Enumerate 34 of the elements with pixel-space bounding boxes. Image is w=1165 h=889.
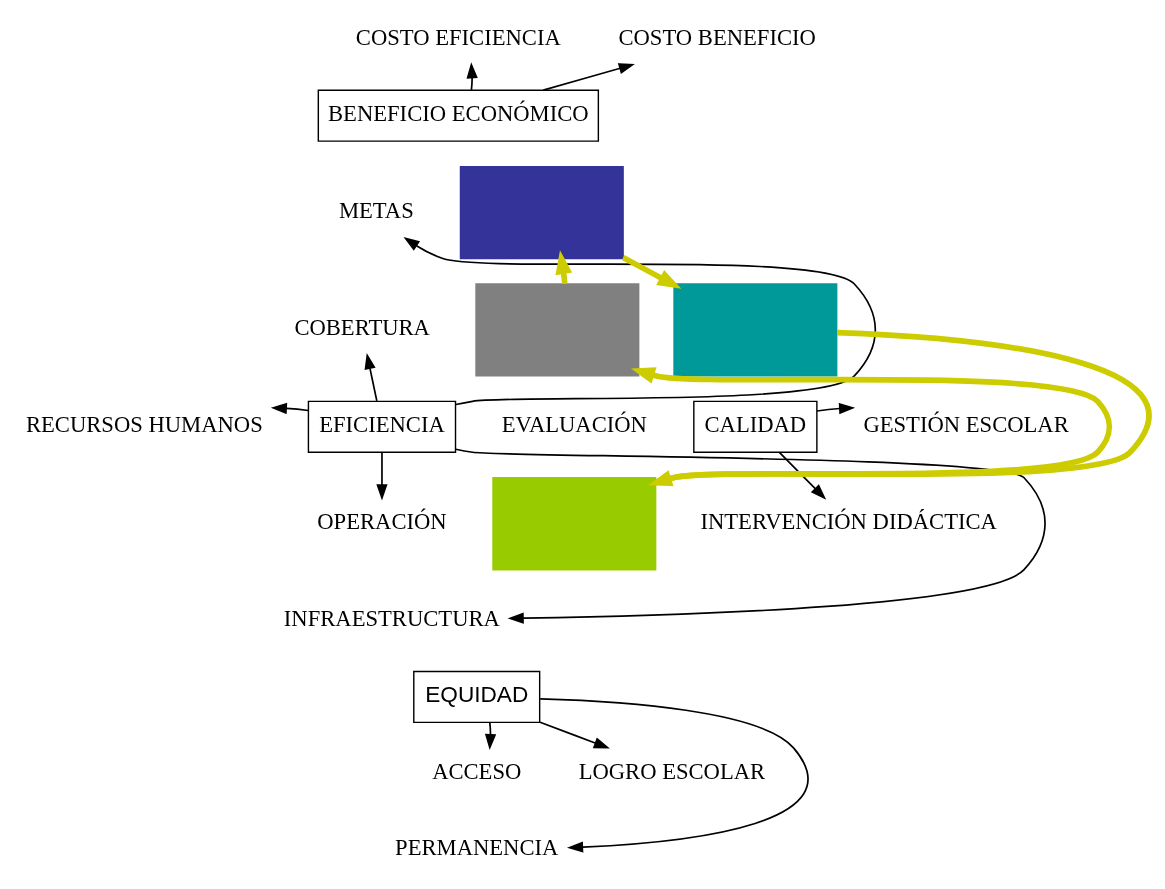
node-box: [475, 283, 640, 377]
node-text: OPERACIÓN: [317, 509, 447, 535]
arrow: [778, 451, 827, 500]
node-text: COSTO EFICIENCIA: [355, 24, 561, 50]
node-box: [673, 283, 838, 377]
node-text: METAS: [338, 197, 414, 223]
node-text: COSTO BENEFICIO: [618, 24, 816, 50]
node-box: EQUIDAD: [413, 670, 541, 724]
node-text: EVALUACIÓN: [501, 412, 647, 438]
arrow: [816, 402, 856, 415]
arrow: [542, 63, 635, 91]
arrow: [364, 353, 378, 402]
arrow: [270, 402, 309, 415]
arrow: [539, 698, 809, 853]
node-text: GESTIÓN ESCOLAR: [863, 412, 1069, 438]
node-text: INFRAESTRUCTURA: [283, 605, 500, 631]
node-box: [459, 165, 624, 260]
arrow: [466, 62, 478, 91]
arrow: [484, 721, 497, 751]
node-box: EFICIENCIA: [307, 400, 457, 453]
arrow: [403, 237, 877, 406]
node-box: [492, 477, 657, 571]
node-text: PERMANENCIA: [395, 835, 559, 861]
node-box: CALIDAD: [693, 400, 818, 453]
node-text: COBERTURA: [294, 315, 430, 341]
node-text: LOGRO ESCOLAR: [578, 758, 766, 784]
node-text: INTERVENCIÓN DIDÁCTICA: [700, 509, 997, 535]
arrow: [376, 451, 388, 501]
arrow: [539, 721, 610, 749]
arrow: [454, 448, 1046, 624]
node-text: ACCESO: [432, 758, 522, 784]
node-box: BENEFICIO ECONÓMICO: [317, 89, 600, 142]
node-text: RECURSOS HUMANOS: [25, 412, 263, 438]
arrow: [621, 255, 682, 289]
